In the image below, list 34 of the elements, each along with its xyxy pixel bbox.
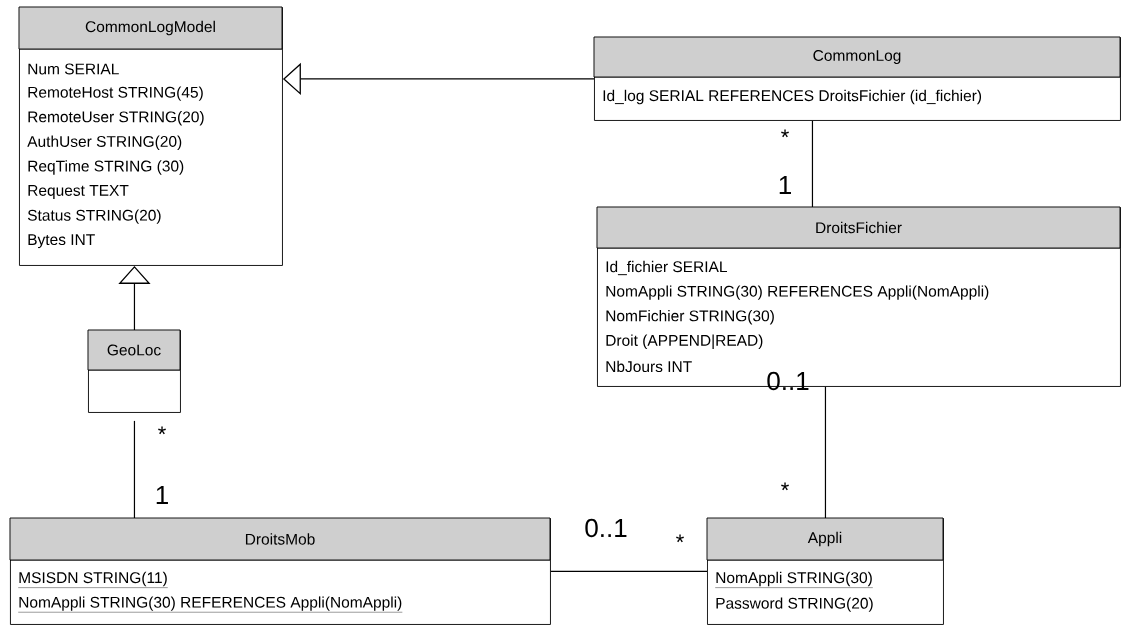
attribute-text: ReqTime STRING (30)	[28, 160, 184, 175]
class-header: Appli	[706, 517, 944, 561]
attribute-text: Bytes INT	[28, 234, 95, 249]
multiplicity-label: 0..1	[767, 371, 809, 391]
class-header: CommonLog	[593, 36, 1121, 78]
attribute-text: Id_log SERIAL REFERENCES DroitsFichier (id_fichier)	[603, 89, 982, 105]
attribute-text: Status STRING(20)	[27, 209, 161, 224]
multiplicity-label: 0..1	[585, 518, 627, 538]
attribute-text: NomAppli STRING(30) REFERENCES Appli(NomAppli)	[18, 596, 403, 613]
association-line	[811, 120, 814, 208]
multiplicity-label: *	[676, 534, 684, 543]
attribute-text: NomAppli STRING(30)	[715, 571, 874, 588]
attribute-text: NomAppli STRING(30) REFERENCES Appli(NomAppli)	[606, 285, 989, 300]
attribute-text: Password STRING(20)	[716, 597, 873, 612]
association-line	[133, 420, 136, 519]
attribute-text: MSISDN STRING(11)	[18, 571, 168, 588]
attribute-text: Num SERIAL	[28, 63, 119, 75]
class-header: CommonLogModel	[18, 6, 283, 50]
attribute-text: Droit (APPEND|READ)	[606, 334, 763, 350]
attribute-text: NomFichier STRING(30)	[606, 310, 774, 325]
class-header: DroitsFichier	[596, 206, 1121, 249]
class-header: GeoLoc	[87, 329, 181, 371]
attribute-text: AuthUser STRING(20)	[27, 135, 182, 151]
attribute-text: RemoteUser STRING(20)	[28, 111, 204, 126]
multiplicity-label: *	[781, 482, 789, 491]
multiplicity-label: 1	[779, 176, 791, 194]
attribute-text: Id_fichier SERIAL	[606, 260, 727, 276]
class-header: DroitsMob	[9, 517, 551, 561]
attribute-text: RemoteHost STRING(45)	[28, 86, 203, 101]
multiplicity-label: 1	[156, 486, 168, 504]
association-line	[824, 386, 827, 519]
attribute-text: Request TEXT	[28, 185, 129, 199]
association-line	[550, 570, 708, 573]
attribute-text: NbJours INT	[606, 360, 692, 373]
